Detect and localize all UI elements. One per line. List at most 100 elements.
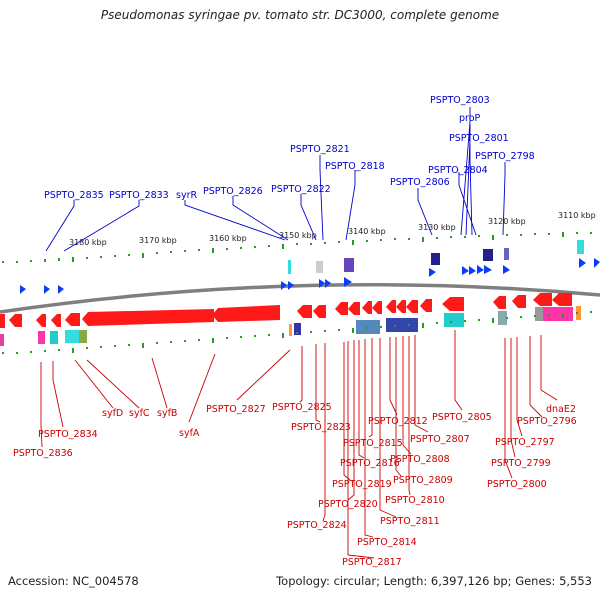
gene-label[interactable]: PSPTO_2803: [430, 95, 490, 106]
tick: [296, 332, 298, 334]
gene-label[interactable]: PSPTO_2819: [332, 479, 392, 490]
leader-line: [45, 200, 75, 252]
gene-arrow: [319, 279, 325, 288]
gene-label[interactable]: syfB: [157, 408, 177, 419]
gene-label[interactable]: PSPTO_2800: [487, 479, 547, 490]
gene-label[interactable]: PSPTO_2796: [517, 416, 577, 427]
leader-line: [52, 361, 64, 428]
gene-arrow: [533, 293, 552, 306]
gene-label[interactable]: PSPTO_2826: [203, 186, 263, 197]
tick: [58, 349, 60, 351]
tick: [576, 312, 578, 314]
gene-arrow: [484, 265, 492, 274]
gene-arrow: [462, 266, 469, 275]
feature-block: [0, 334, 4, 346]
tick: [394, 325, 396, 327]
gene-label[interactable]: PSPTO_2816: [340, 458, 400, 469]
tick: [366, 327, 368, 329]
tick: [464, 236, 466, 238]
gene-label[interactable]: syfA: [179, 428, 200, 439]
tick: [352, 328, 354, 333]
gene-label[interactable]: PSPTO_2804: [428, 165, 488, 176]
gene-label[interactable]: PSPTO_2798: [475, 151, 535, 162]
gene-label[interactable]: PSPTO_2806: [390, 177, 450, 188]
gene-label[interactable]: PSPTO_2818: [325, 161, 385, 172]
leader-line: [74, 359, 114, 409]
feature-block: [65, 330, 79, 343]
gene-label[interactable]: PSPTO_2825: [272, 402, 332, 413]
leader-line: [540, 335, 558, 401]
gene-label[interactable]: proP: [459, 113, 481, 124]
gene-label[interactable]: PSPTO_2812: [368, 416, 428, 427]
leader-line: [40, 362, 43, 448]
feature-block: [543, 307, 573, 321]
leader-line: [184, 200, 286, 241]
gene-label[interactable]: PSPTO_2808: [390, 454, 450, 465]
leader-line: [315, 344, 321, 423]
forward-label-group: PSPTO_2803 proP PSPTO_2801 PSPTO_2798 PS…: [44, 95, 535, 201]
gene-label[interactable]: PSPTO_2805: [432, 412, 492, 423]
tick: [450, 321, 452, 323]
leader-line: [516, 337, 523, 437]
gene-label[interactable]: PSPTO_2801: [449, 133, 509, 144]
tick: [86, 257, 88, 259]
gene-arrow: [348, 302, 360, 315]
tick: [30, 260, 32, 262]
leader-line: [347, 340, 355, 501]
gene-label[interactable]: PSPTO_2834: [38, 429, 98, 440]
gene-label[interactable]: PSPTO_2815: [343, 438, 403, 449]
gene-label[interactable]: PSPTO_2799: [491, 458, 551, 469]
feature-block: [344, 258, 354, 272]
leader-line: [322, 343, 326, 522]
gene-label[interactable]: dnaE2: [546, 404, 576, 415]
scale-label: 3170 kbp: [139, 236, 177, 245]
scale-label: 3150 kbp: [279, 231, 317, 240]
gene-label[interactable]: PSPTO_2821: [290, 144, 350, 155]
tick: [142, 253, 144, 258]
leader-line: [151, 357, 168, 409]
gene-arrow: [212, 305, 280, 322]
gene-label[interactable]: PSPTO_2810: [385, 495, 445, 506]
tick: [254, 335, 256, 337]
gene-label[interactable]: PSPTO_2814: [357, 537, 417, 548]
gene-arrow: [420, 299, 432, 312]
topology-text: Topology: circular; Length: 6,397,126 bp…: [276, 574, 592, 588]
gene-label[interactable]: PSPTO_2817: [342, 557, 402, 568]
gene-arrow: [36, 314, 46, 327]
gene-label[interactable]: syfC: [129, 408, 150, 419]
leader-line: [504, 338, 513, 479]
gene-arrow: [372, 301, 382, 314]
leader-line: [408, 336, 411, 496]
accession-text: Accession: NC_004578: [8, 574, 139, 588]
gene-label[interactable]: PSPTO_2833: [109, 190, 169, 201]
gene-label[interactable]: PSPTO_2824: [287, 520, 347, 531]
tick: [72, 348, 74, 353]
tick: [2, 352, 4, 354]
tick: [198, 249, 200, 251]
tick: [366, 240, 368, 242]
gene-label[interactable]: PSPTO_2807: [410, 434, 470, 445]
gene-label[interactable]: PSPTO_2797: [495, 437, 555, 448]
tick: [114, 345, 116, 347]
gene-arrow: [469, 266, 476, 275]
gene-label[interactable]: PSPTO_2809: [393, 475, 453, 486]
gene-label[interactable]: syfD: [102, 408, 123, 419]
scale-label: 3110 kbp: [558, 211, 596, 220]
tick: [520, 316, 522, 318]
gene-label[interactable]: PSPTO_2836: [13, 448, 73, 459]
leader-line: [358, 340, 365, 459]
gene-label[interactable]: PSPTO_2827: [206, 404, 266, 415]
tick: [394, 238, 396, 240]
gene-label[interactable]: syrR: [176, 190, 197, 201]
gene-label[interactable]: PSPTO_2811: [380, 516, 440, 527]
gene-label[interactable]: PSPTO_2822: [271, 184, 331, 195]
gene-label[interactable]: PSPTO_2820: [318, 499, 378, 510]
gene-arrow: [406, 300, 418, 313]
tick: [268, 334, 270, 336]
gene-label[interactable]: PSPTO_2823: [291, 422, 351, 433]
tick: [562, 313, 564, 318]
gene-arrow: [512, 295, 526, 308]
leader-line: [345, 170, 356, 241]
gene-label[interactable]: PSPTO_2835: [44, 190, 104, 201]
